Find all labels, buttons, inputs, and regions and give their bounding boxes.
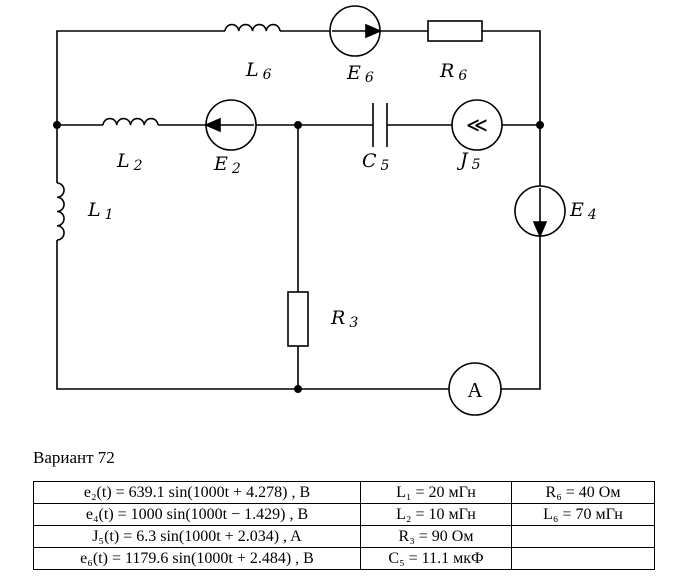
- table-row: J₅(t) = 6.3 sin(1000t + 2.034) , A R₃ = …: [33, 525, 655, 548]
- table-cell: L₂ = 10 мГн: [360, 503, 512, 526]
- inductor-l1: [56, 182, 65, 241]
- node-left: [53, 121, 61, 129]
- svg-text:R3: R3: [330, 307, 358, 331]
- table-row: e₂(t) = 639.1 sin(1000t + 4.278) , B L₁ …: [33, 481, 655, 504]
- resistor-r3: [287, 291, 309, 347]
- current-source-j5: [451, 99, 503, 151]
- table-cell: C₅ = 11.1 мкФ: [360, 547, 512, 570]
- label-l1: L: [87, 199, 101, 221]
- label-r6: R: [439, 60, 454, 82]
- table-row: e₆(t) = 1179.6 sin(1000t + 2.484) , B C₅…: [33, 547, 655, 570]
- svg-text:L6: L6: [245, 59, 272, 83]
- svg-text:E6: E6: [346, 62, 374, 86]
- table-cell: e₆(t) = 1179.6 sin(1000t + 2.484) , B: [33, 547, 361, 570]
- svg-text:C5: C5: [362, 150, 390, 174]
- arrow-head-e6: [365, 23, 383, 39]
- variant-title: Вариант 72: [33, 448, 115, 467]
- label-e6: E: [346, 62, 361, 84]
- table-cell: [511, 525, 655, 548]
- table-cell: L₁ = 20 мГн: [360, 481, 512, 504]
- table-cell: e₂(t) = 639.1 sin(1000t + 4.278) , B: [33, 481, 361, 504]
- svg-text:E4: E4: [569, 199, 597, 223]
- svg-text:R6: R6: [439, 60, 467, 84]
- ammeter: [448, 362, 502, 416]
- ammeter-label: A: [467, 378, 483, 402]
- arrow-head-e2: [203, 117, 221, 133]
- table-cell: R₆ = 40 Ом: [511, 481, 655, 504]
- label-e2: E: [213, 153, 228, 175]
- node-bottom: [294, 385, 302, 393]
- inductor-l2: [102, 117, 159, 126]
- node-right: [536, 121, 544, 129]
- j5-symbol: ≪: [466, 113, 488, 137]
- resistor-r6: [427, 20, 483, 42]
- node-center: [294, 121, 302, 129]
- table-cell: [511, 547, 655, 570]
- svg-text:L2: L2: [116, 150, 143, 174]
- svg-text:L1: L1: [87, 199, 114, 223]
- arrow-head-e4: [532, 221, 548, 239]
- svg-text:J5: J5: [456, 149, 481, 173]
- label-j5: J: [456, 149, 469, 171]
- table-cell: R₃ = 90 Ом: [360, 525, 512, 548]
- inductor-l6: [224, 23, 281, 32]
- table-cell: J₅(t) = 6.3 sin(1000t + 2.034) , A: [33, 525, 361, 548]
- wire-right: [501, 125, 541, 390]
- label-c5: C: [362, 150, 377, 172]
- label-l6: L: [245, 59, 259, 81]
- capacitor-c5: [372, 103, 388, 147]
- wire-top: [56, 30, 541, 125]
- table-cell: L₆ = 70 мГн: [511, 503, 655, 526]
- table-cell: e₄(t) = 1000 sin(1000t − 1.429) , B: [33, 503, 361, 526]
- wire-left: [56, 125, 449, 390]
- label-e4: E: [569, 199, 584, 221]
- label-l2: L: [116, 150, 130, 172]
- label-r3: R: [330, 307, 345, 329]
- table-row: e₄(t) = 1000 sin(1000t − 1.429) , B L₂ =…: [33, 503, 655, 526]
- svg-text:E2: E2: [213, 153, 241, 177]
- parameters-table: e₂(t) = 639.1 sin(1000t + 4.278) , B L₁ …: [33, 481, 655, 570]
